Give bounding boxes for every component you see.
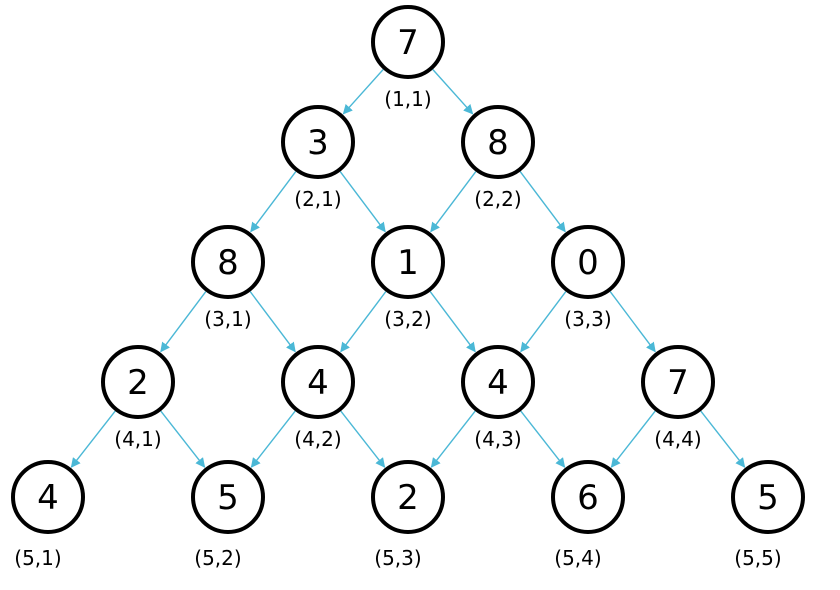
node-coordinate-label-5-2: (5,2) [194,546,241,570]
edges-layer [70,69,746,468]
edge-arrow-4-4-left [610,410,656,468]
edge-arrow-4-2-right [340,410,386,468]
triangle-node-5-1: 4 [11,460,85,534]
node-value: 4 [307,363,329,403]
node-value: 4 [487,363,509,403]
node-circle [371,5,445,79]
edge-arrow-2-2-left [430,171,477,233]
node-circle [281,345,355,419]
edge-arrow-2-1-right [339,171,386,233]
triangle-node-4-2: 4 [281,345,355,419]
node-coordinate-label-5-1: (5,1) [14,546,61,570]
edge-arrow-4-1-left [70,410,116,468]
triangle-node-1-1: 7 [371,5,445,79]
edge-arrow-3-1-right [249,291,296,353]
node-coordinate-label-4-3: (4,3) [474,427,521,451]
node-coordinate-label-3-2: (3,2) [384,307,431,331]
node-circle [371,460,445,534]
node-value: 5 [757,478,779,518]
edge-arrow-3-1-left [160,291,207,353]
node-circle [641,345,715,419]
labels-layer: (1,1) (2,1) (2,2) (3,1) (3,2) (3,3) (4,1) (4,2)… [14,87,781,570]
triangle-node-4-3: 4 [461,345,535,419]
edge-arrow-4-1-right [160,410,206,468]
node-circle [551,225,625,299]
node-value: 7 [397,23,419,63]
node-coordinate-label-5-4: (5,4) [554,546,601,570]
node-value: 1 [397,243,419,283]
node-coordinate-label-5-5: (5,5) [734,546,781,570]
triangle-node-4-4: 7 [641,345,715,419]
node-circle [191,225,265,299]
edge-arrow-2-1-left [250,171,297,233]
node-coordinate-label-5-3: (5,3) [374,546,421,570]
edge-arrow-1-1-right [432,69,474,115]
node-circle [551,460,625,534]
node-value: 6 [577,478,599,518]
node-value: 2 [397,478,419,518]
triangle-node-5-4: 6 [551,460,625,534]
node-coordinate-label-2-2: (2,2) [474,187,521,211]
node-circle [731,460,805,534]
node-circle [281,105,355,179]
node-coordinate-label-2-1: (2,1) [294,187,341,211]
node-value: 8 [217,243,239,283]
node-value: 2 [127,363,149,403]
node-coordinate-label-3-1: (3,1) [204,307,251,331]
node-circle [461,345,535,419]
edge-arrow-4-4-right [700,410,746,468]
triangle-node-4-1: 2 [101,345,175,419]
triangle-node-5-3: 2 [371,460,445,534]
edge-arrow-4-3-left [430,410,476,468]
node-value: 3 [307,123,329,163]
triangle-node-2-1: 3 [281,105,355,179]
triangle-node-5-5: 5 [731,460,805,534]
triangle-node-3-3: 0 [551,225,625,299]
node-circle [461,105,535,179]
edge-arrow-3-2-left [340,291,387,353]
node-coordinate-label-1-1: (1,1) [384,87,431,111]
node-circle [11,460,85,534]
node-value: 0 [577,243,599,283]
node-circle [101,345,175,419]
node-coordinate-label-4-4: (4,4) [654,427,701,451]
edge-arrow-1-1-left [342,69,384,115]
edge-arrow-3-3-right [609,291,656,353]
node-value: 4 [37,478,59,518]
node-circle [191,460,265,534]
node-coordinate-label-4-2: (4,2) [294,427,341,451]
edge-arrow-2-2-right [519,171,566,233]
node-value: 5 [217,478,239,518]
triangle-node-2-2: 8 [461,105,535,179]
node-value: 8 [487,123,509,163]
node-value: 7 [667,363,689,403]
triangle-node-3-2: 1 [371,225,445,299]
edge-arrow-3-3-left [520,291,567,353]
node-coordinate-label-3-3: (3,3) [564,307,611,331]
edge-arrow-4-2-left [250,410,296,468]
edge-arrow-4-3-right [520,410,566,468]
nodes-layer: 7 3 8 8 1 0 2 4 4 7 4 5 2 6 5 [11,5,805,534]
node-circle [371,225,445,299]
node-coordinate-label-4-1: (4,1) [114,427,161,451]
edge-arrow-3-2-right [429,291,476,353]
triangle-node-3-1: 8 [191,225,265,299]
triangle-node-5-2: 5 [191,460,265,534]
